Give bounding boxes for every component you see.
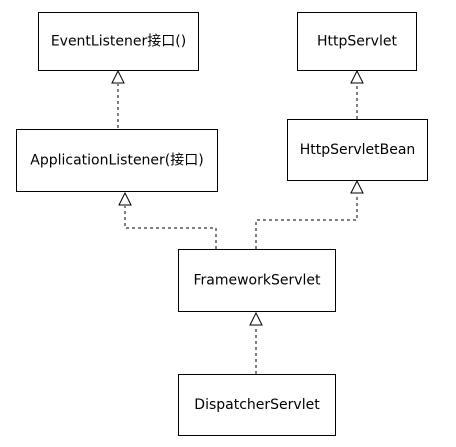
node-dispatcherservlet-label: DispatcherServlet <box>194 397 320 413</box>
node-dispatcherservlet: DispatcherServlet <box>178 374 336 436</box>
hollow-arrowhead-icon <box>350 179 364 194</box>
edge-frameworkservlet-to-httpservletbean <box>255 179 364 249</box>
node-httpservlet-label: HttpServlet <box>317 34 397 50</box>
node-httpservletbean: HttpServletBean <box>287 119 428 181</box>
node-httpservlet: HttpServlet <box>297 12 417 71</box>
node-frameworkservlet-label: FrameworkServlet <box>193 273 321 289</box>
hollow-arrowhead-icon <box>118 191 132 206</box>
node-frameworkservlet: FrameworkServlet <box>178 249 336 312</box>
edge-dispatcherservlet-to-frameworkservlet <box>249 311 263 374</box>
hollow-arrowhead-icon <box>111 69 125 84</box>
edge-frameworkservlet-to-applicationlistener <box>118 191 217 249</box>
hollow-arrowhead-icon <box>350 69 364 84</box>
edge-httpservletbean-to-httpservlet <box>350 69 364 119</box>
node-applicationlistener-label: ApplicationListener(接口) <box>30 152 203 169</box>
hollow-arrowhead-icon <box>249 311 263 326</box>
node-eventlistener-label: EventListener接口() <box>51 33 186 50</box>
edge-applicationlistener-to-eventlistener <box>111 69 125 128</box>
node-httpservletbean-label: HttpServletBean <box>300 142 416 158</box>
node-applicationlistener: ApplicationListener(接口) <box>16 129 218 192</box>
node-eventlistener: EventListener接口() <box>38 12 199 71</box>
